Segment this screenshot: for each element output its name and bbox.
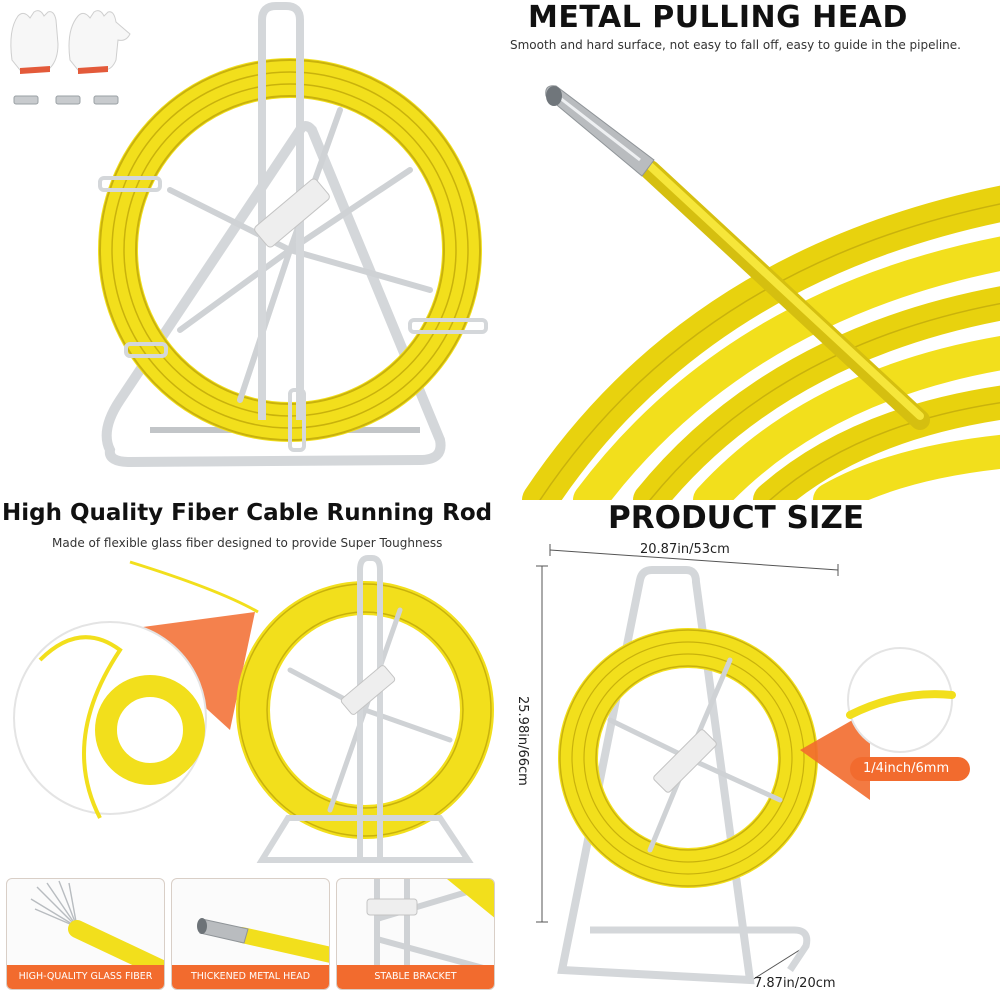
metal-head-title: METAL PULLING HEAD — [528, 0, 908, 35]
quality-panel: High Quality Fiber Cable Running Rod Mad… — [0, 500, 500, 1000]
feature-label-glass-fiber: HIGH-QUALITY GLASS FIBER — [7, 965, 164, 989]
reel-product-panel — [0, 0, 500, 500]
product-size-panel: PRODUCT SIZE 20.87in/53cm 2 — [500, 500, 1000, 1000]
feature-label-bracket: STABLE BRACKET — [337, 965, 494, 989]
height-label: 25.98in/66cm — [515, 696, 530, 786]
width-label: 20.87in/53cm — [640, 542, 730, 557]
metal-head-panel: METAL PULLING HEAD Smooth and hard surfa… — [500, 0, 1000, 500]
reel-illustration — [10, 2, 488, 468]
metal-head-icon — [197, 918, 329, 963]
depth-label: 7.87in/20cm — [754, 976, 836, 991]
size-illustration — [536, 544, 970, 985]
bracket-frame-icon — [366, 879, 494, 969]
feature-card-glass-fiber: HIGH-QUALITY GLASS FIBER — [6, 878, 165, 990]
size-title: PRODUCT SIZE — [608, 500, 865, 536]
quality-subtitle: Made of flexible glass fiber designed to… — [52, 536, 443, 550]
feature-label-metal-head: THICKENED METAL HEAD — [172, 965, 329, 989]
feature-card-bracket: STABLE BRACKET — [336, 878, 495, 990]
metal-head-subtitle: Smooth and hard surface, not easy to fal… — [510, 38, 961, 52]
quality-title: High Quality Fiber Cable Running Rod — [2, 500, 493, 526]
diameter-badge — [850, 757, 970, 781]
quality-illustration — [13, 555, 494, 863]
glass-fiber-strands-icon — [30, 880, 164, 969]
feature-card-metal-head: THICKENED METAL HEAD — [171, 878, 330, 990]
spare-heads-icon — [13, 95, 119, 105]
metal-head-closeup — [522, 85, 1000, 500]
gloves-icon — [10, 10, 131, 74]
diameter-label: 1/4inch/6mm — [863, 761, 950, 776]
